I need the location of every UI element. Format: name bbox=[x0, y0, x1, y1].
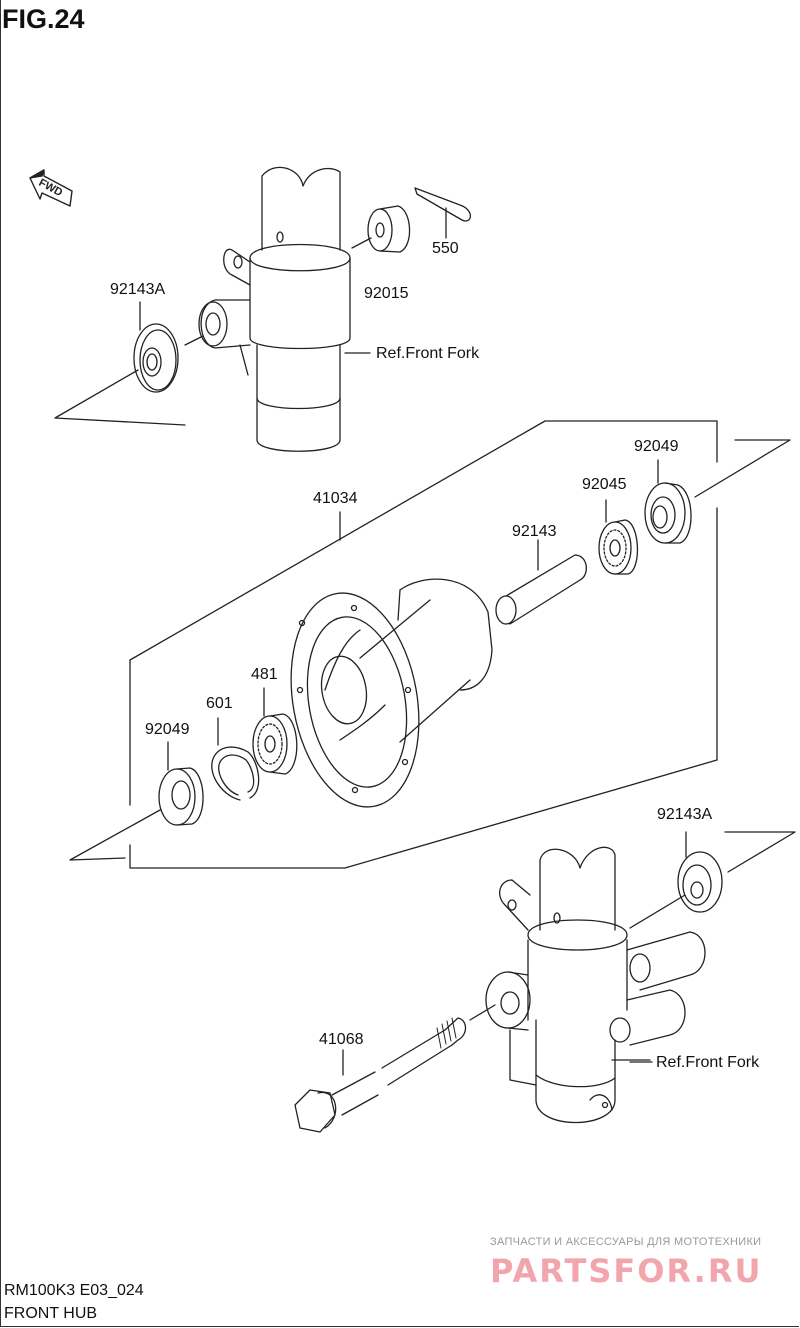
front-fork-bottom-drawing bbox=[485, 846, 706, 1124]
part-label-41068[interactable]: 41068 bbox=[319, 1031, 364, 1048]
front-fork-top-drawing bbox=[198, 166, 351, 452]
part-label-92049-right[interactable]: 92049 bbox=[634, 438, 679, 455]
section-name: FRONT HUB bbox=[4, 1305, 98, 1322]
part-92045-bearing bbox=[598, 499, 639, 575]
part-label-601[interactable]: 601 bbox=[206, 695, 233, 712]
figure-title: FIG.24 bbox=[2, 4, 85, 34]
part-92143A-bottom-spacer bbox=[629, 831, 796, 929]
part-label-481[interactable]: 481 bbox=[251, 666, 278, 683]
part-label-92049-left[interactable]: 92049 bbox=[145, 721, 190, 738]
model-code: RM100K3 E03_024 bbox=[4, 1282, 144, 1299]
part-481-bearing bbox=[252, 687, 298, 775]
part-label-92015[interactable]: 92015 bbox=[364, 285, 409, 302]
part-label-92143A-top[interactable]: 92143A bbox=[110, 281, 166, 298]
part-92143A-top-spacer bbox=[54, 301, 204, 426]
part-label-92143[interactable]: 92143 bbox=[512, 523, 557, 540]
part-92015-nut bbox=[351, 205, 411, 253]
ref-front-fork-bottom[interactable]: Ref.Front Fork bbox=[656, 1054, 760, 1071]
part-601-circlip bbox=[211, 717, 260, 801]
part-92143-spacer-tube bbox=[495, 539, 587, 625]
part-92049-left-seal bbox=[158, 741, 204, 826]
watermark-brand: PARTSFOR.RU bbox=[490, 1252, 763, 1290]
ref-front-fork-top[interactable]: Ref.Front Fork bbox=[376, 345, 480, 362]
part-550-cotter-pin bbox=[414, 187, 472, 239]
part-label-92143A-bottom[interactable]: 92143A bbox=[657, 806, 713, 823]
watermark-tagline: ЗАПЧАСТИ И АКСЕССУАРЫ ДЛЯ МОТОТЕХНИКИ bbox=[490, 1236, 762, 1248]
part-label-41034[interactable]: 41034 bbox=[313, 490, 358, 507]
hub-assembly-bracket bbox=[69, 420, 791, 869]
part-label-550[interactable]: 550 bbox=[432, 240, 459, 257]
part-92049-right-seal bbox=[644, 459, 692, 544]
fwd-arrow-icon bbox=[29, 169, 73, 207]
part-41034-hub bbox=[290, 578, 493, 808]
part-label-92045[interactable]: 92045 bbox=[582, 476, 627, 493]
part-41068-axle-bolt bbox=[294, 1004, 496, 1133]
